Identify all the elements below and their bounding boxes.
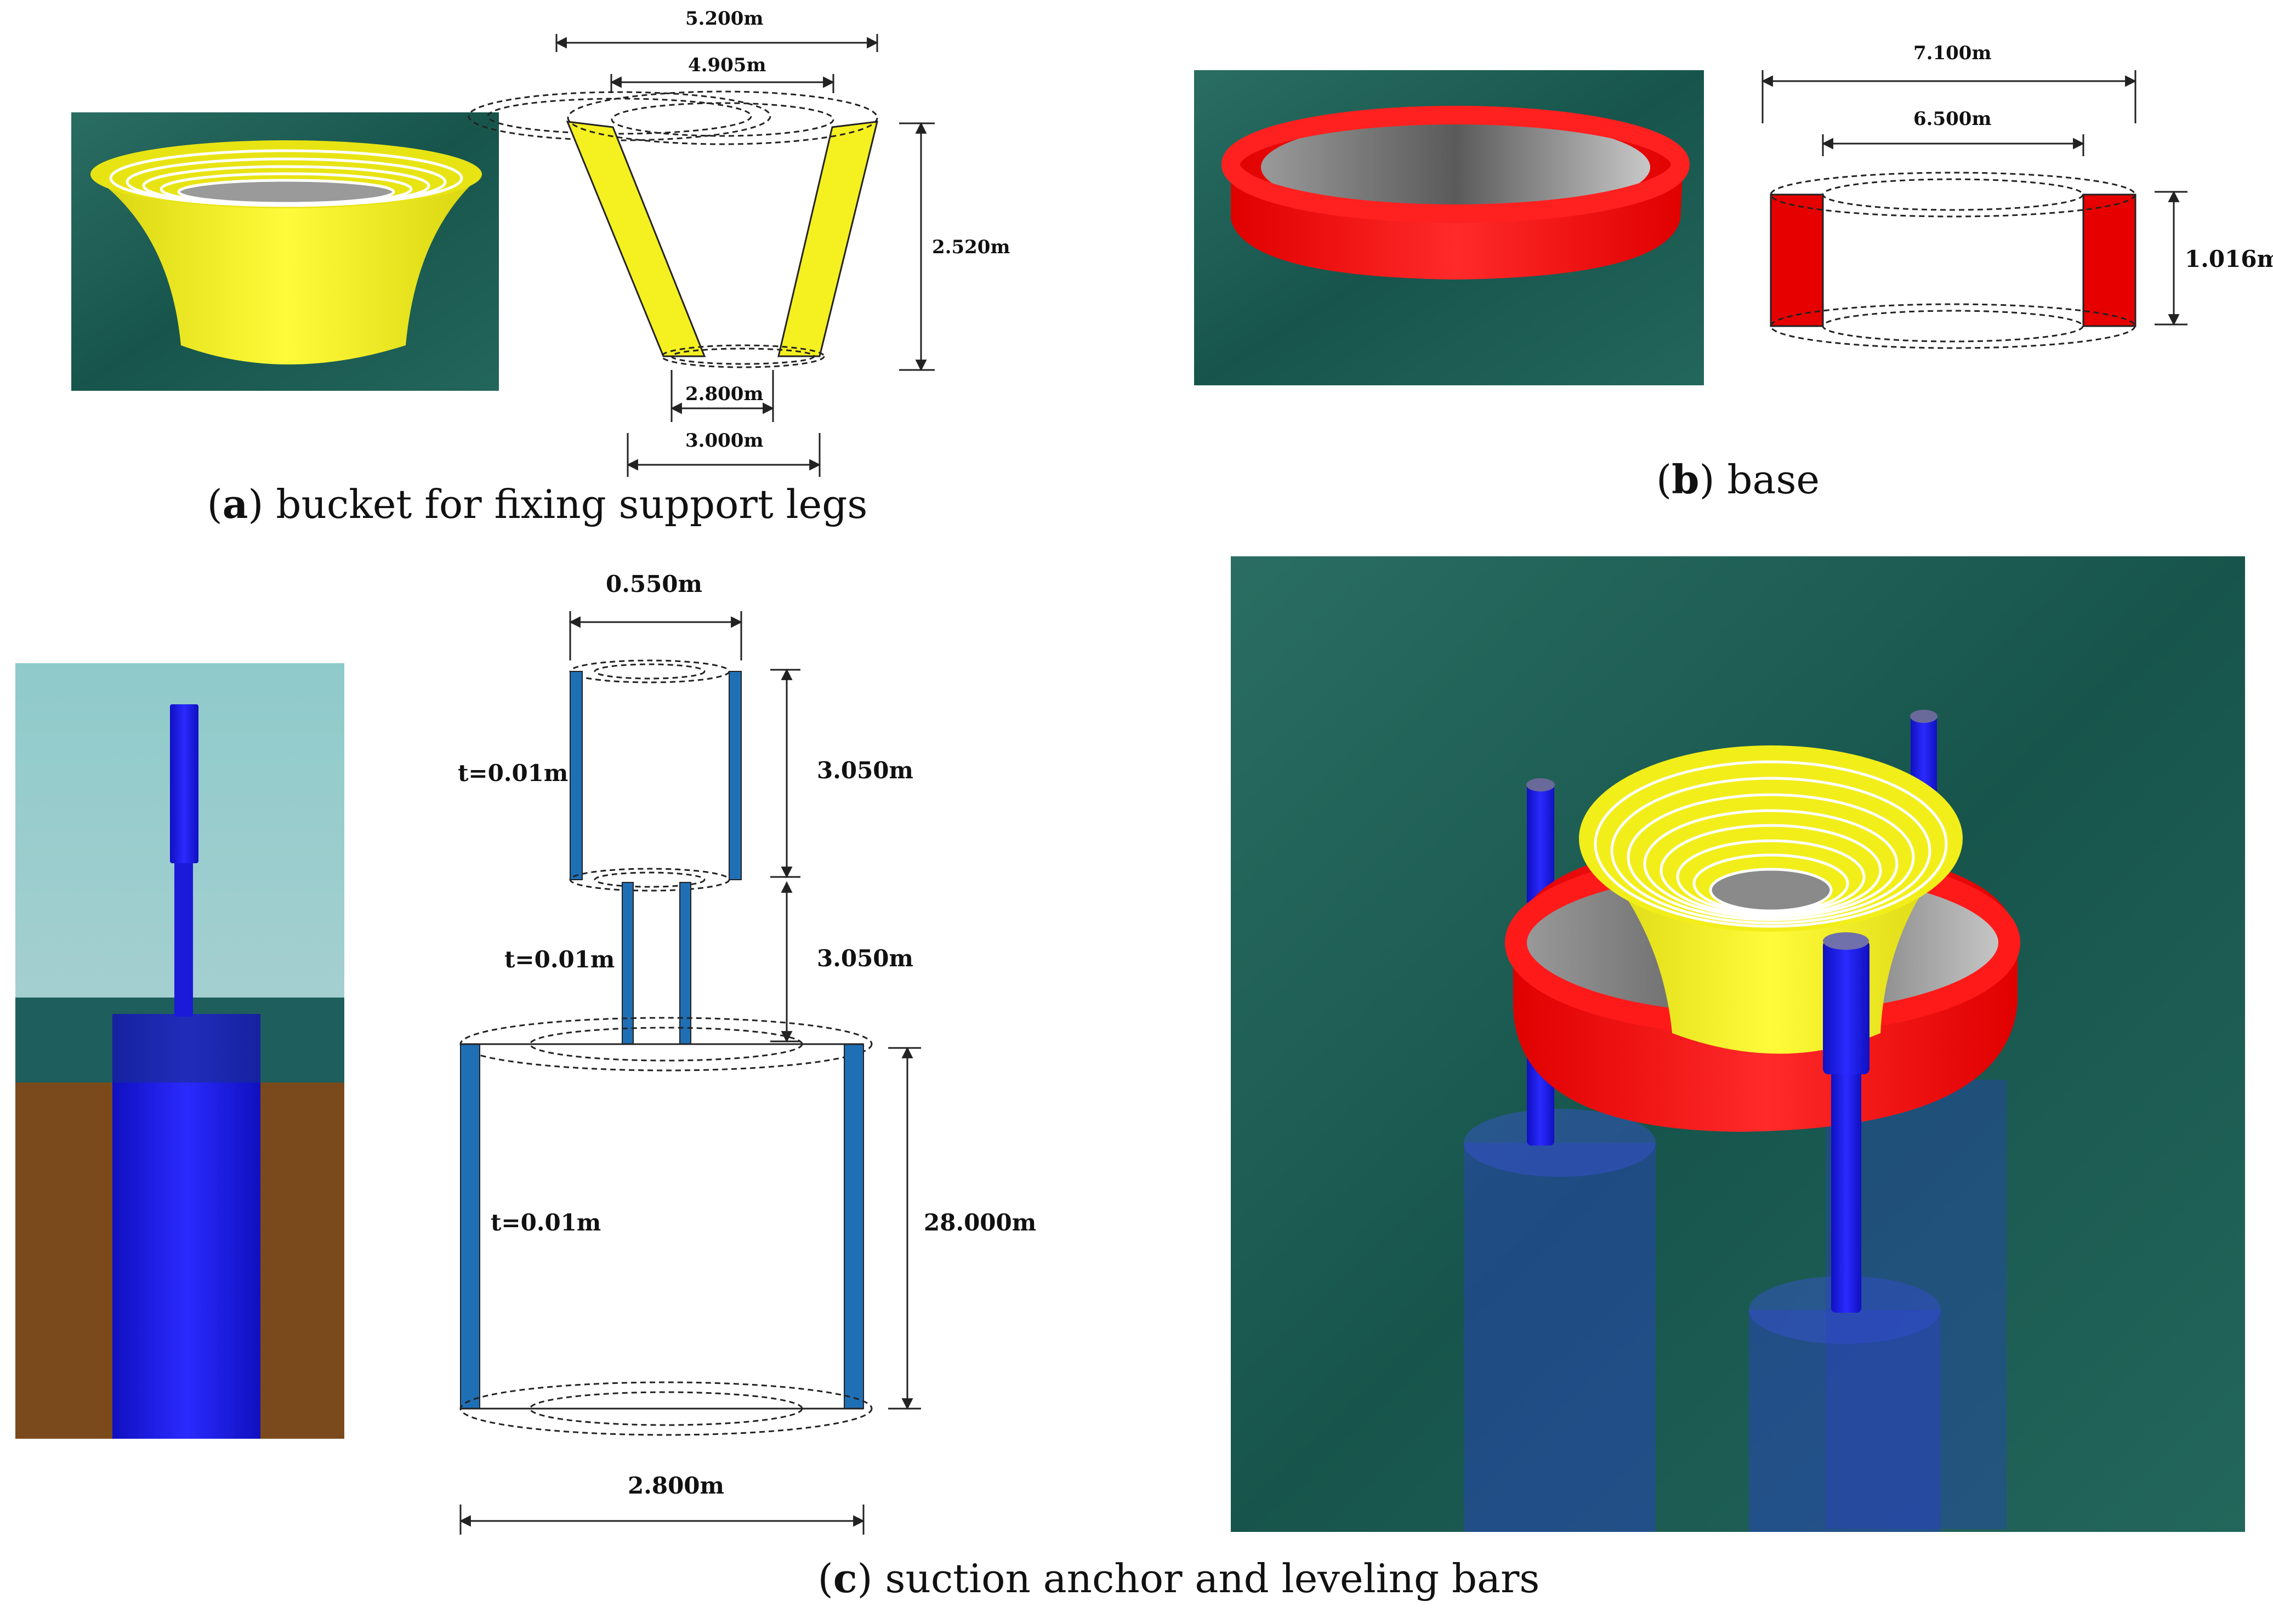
dim-c-t-top: t=0.01m	[458, 760, 568, 787]
dim-a-bottom-inner: 2.800m	[685, 383, 763, 405]
dim-b-outer: 7.100m	[1913, 42, 1991, 64]
panel-c-assembly-render	[1231, 556, 2245, 1532]
dim-a-height: 2.520m	[932, 236, 1010, 258]
dim-b-inner: 6.500m	[1913, 108, 1991, 130]
panel-c-side-render	[15, 663, 344, 1439]
dim-c-t-bottom: t=0.01m	[491, 1209, 601, 1236]
dim-c-t-mid: t=0.01m	[504, 946, 615, 973]
caption-b: (b) base	[1656, 456, 1820, 503]
dim-a-bottom-outer: 3.000m	[685, 430, 763, 452]
panel-b-drawing: 7.100m 6.500m 1.016m	[1761, 42, 2273, 349]
dim-b-height: 1.016m	[2185, 246, 2273, 272]
panel-c-drawing: 0.550m 3.050m 3.050m 28.000m t=0.01m t=0…	[458, 571, 1036, 1535]
panel-a-render	[71, 112, 499, 391]
dim-c-h-mid: 3.050m	[817, 945, 913, 972]
caption-a: (a) bucket for fixing support legs	[207, 481, 868, 527]
panel-a-drawing: 5.200m 4.905m 2.520m 2.800m 3.000m	[468, 8, 1010, 477]
caption-c: (c) suction anchor and leveling bars	[818, 1555, 1540, 1602]
dim-c-bottom-diameter: 2.800m	[628, 1472, 724, 1499]
dim-a-top-outer: 5.200m	[685, 8, 763, 30]
dim-a-top-inner: 4.905m	[688, 54, 766, 76]
dim-c-h-top: 3.050m	[817, 757, 913, 784]
panel-b-render	[1194, 70, 1704, 385]
dim-c-top-diameter: 0.550m	[606, 571, 702, 597]
dim-c-h-bottom: 28.000m	[924, 1209, 1036, 1236]
